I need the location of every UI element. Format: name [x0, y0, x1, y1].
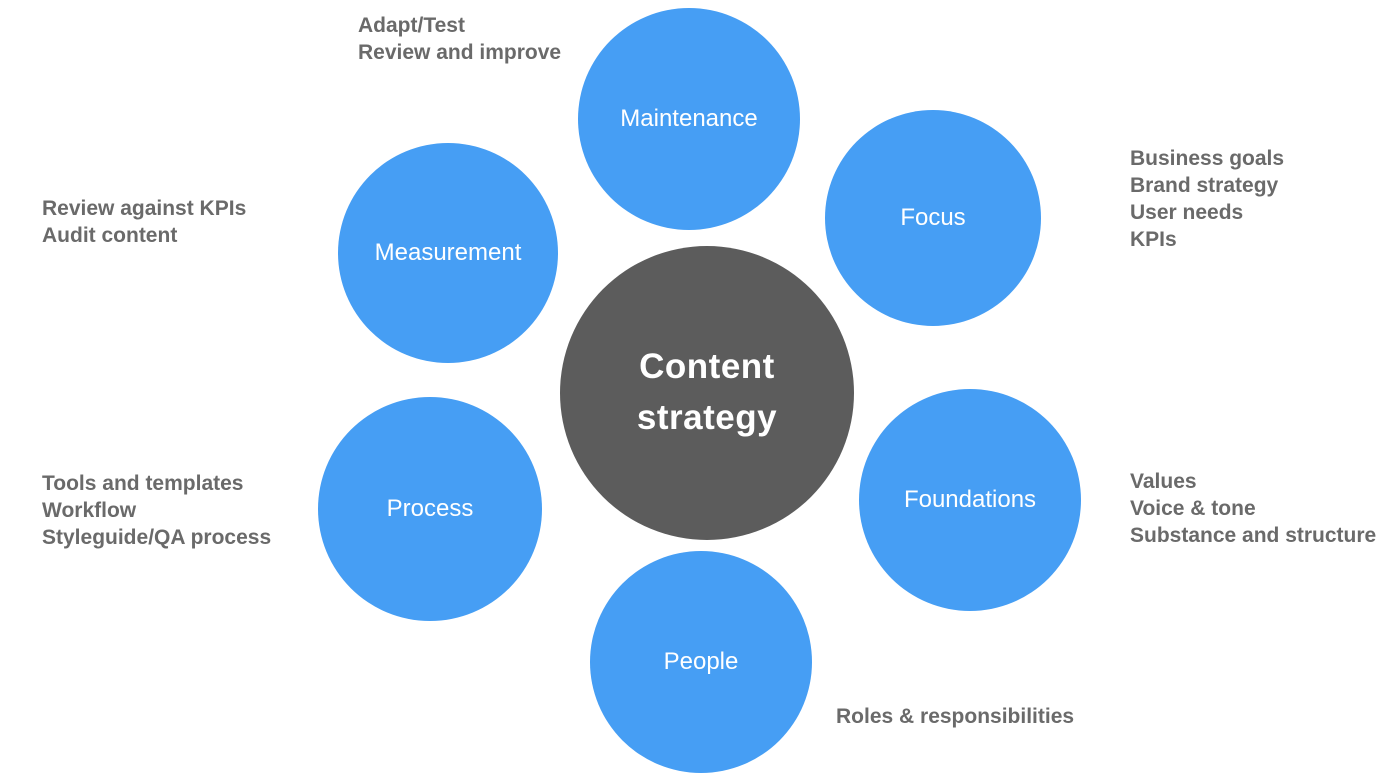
node-measurement-circle: Measurement	[338, 143, 558, 363]
annotation-measurement: Review against KPIs Audit content	[42, 197, 247, 247]
node-maintenance-circle: Maintenance	[578, 8, 800, 230]
annotation-people: Roles & responsibilities	[836, 705, 1075, 728]
node-process-circle: Process	[318, 397, 542, 621]
node-focus-label: Focus	[900, 204, 966, 231]
node-people-circle: People	[590, 551, 812, 773]
node-measurement-label: Measurement	[374, 239, 522, 266]
node-maintenance-label: Maintenance	[620, 105, 758, 132]
annotation-focus: Business goals Brand strategy User needs…	[1130, 147, 1285, 251]
hub-label: Content strategy	[636, 347, 778, 437]
node-foundations-circle: Foundations	[859, 389, 1081, 611]
annotation-foundations: Values Voice & tone Substance and struct…	[1130, 470, 1377, 547]
hub-circle: Content strategy	[560, 246, 854, 540]
node-focus-circle: Focus	[825, 110, 1041, 326]
annotation-maintenance: Adapt/Test Review and improve	[358, 14, 562, 64]
node-people-label: People	[663, 648, 739, 675]
node-foundations-label: Foundations	[903, 486, 1037, 513]
node-process-label: Process	[386, 495, 474, 522]
annotation-process: Tools and templates Workflow Styleguide/…	[42, 472, 272, 549]
